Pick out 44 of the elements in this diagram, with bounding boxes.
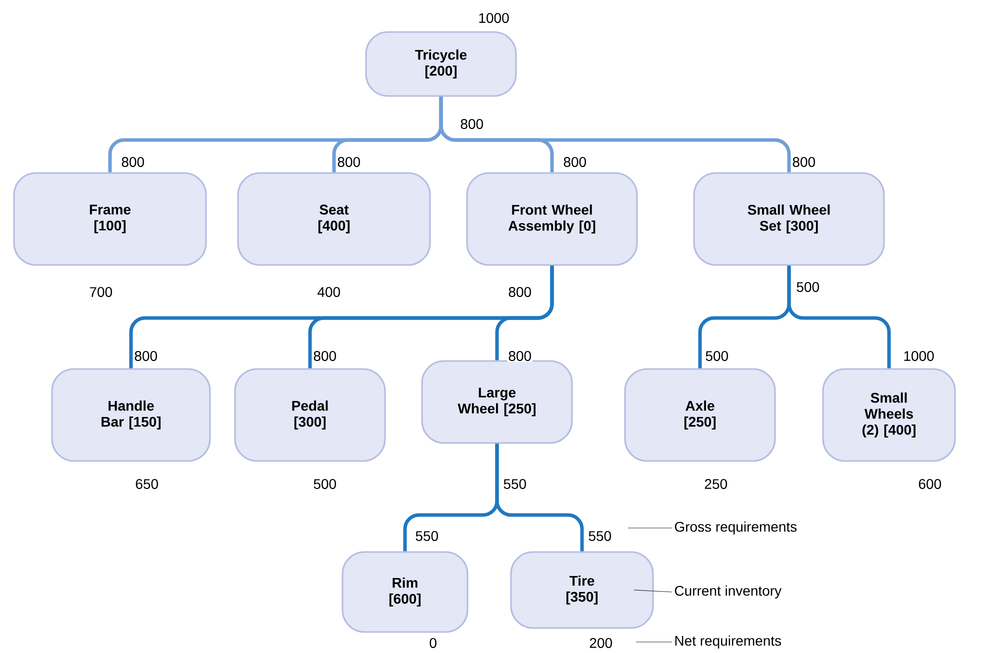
quantity-label: 400 (316, 286, 342, 298)
tree-connector (495, 444, 584, 552)
quantity-label: 1000 (477, 12, 510, 24)
quantity-label: 550 (502, 478, 528, 490)
quantity-label: 800 (791, 156, 817, 168)
quantity-label: 0 (428, 637, 438, 649)
quantity-label: 800 (120, 156, 146, 168)
component-box: Small Wheels (2) [400] (822, 368, 956, 462)
quantity-label: 550 (414, 530, 440, 542)
quantity-label: 800 (562, 156, 588, 168)
tree-connector (439, 96, 791, 172)
quantity-label: 500 (312, 478, 338, 490)
quantity-label: 800 (336, 156, 362, 168)
quantity-label: 600 (917, 478, 943, 490)
component-box: Handle Bar [150] (51, 368, 211, 462)
component-box: Front Wheel Assembly [0] (466, 172, 638, 266)
quantity-label: 500 (795, 281, 821, 293)
quantity-label: 550 (587, 530, 613, 542)
component-box: Large Wheel [250] (421, 360, 573, 444)
quantity-label: 800 (459, 118, 485, 130)
tree-connector (787, 266, 891, 368)
component-box: Frame [100] (13, 172, 207, 266)
quantity-label: 500 (704, 350, 730, 362)
component-box: Seat [400] (237, 172, 431, 266)
component-box: Axle [250] (624, 368, 776, 462)
quantity-label: 800 (507, 350, 533, 362)
tree-connector (495, 266, 554, 360)
quantity-label: 800 (507, 286, 533, 298)
legend-text: Gross requirements (674, 521, 797, 535)
quantity-label: 650 (134, 478, 160, 490)
component-box: Tire [350] (510, 551, 654, 629)
quantity-label: 200 (588, 637, 614, 649)
quantity-label: 800 (133, 350, 159, 362)
quantity-label: 250 (703, 478, 729, 490)
component-box: Pedal [300] (234, 368, 386, 462)
component-box: Tricycle [200] (365, 31, 517, 97)
legend-text: Net requirements (675, 635, 782, 649)
quantity-label: 700 (88, 286, 114, 298)
quantity-label: 1000 (902, 350, 936, 362)
component-box: Small Wheel Set [300] (693, 172, 885, 266)
legend-text: Current inventory (674, 585, 782, 599)
quantity-label: 800 (312, 350, 338, 362)
component-box: Rim [600] (342, 551, 468, 633)
leader-line (634, 590, 672, 592)
